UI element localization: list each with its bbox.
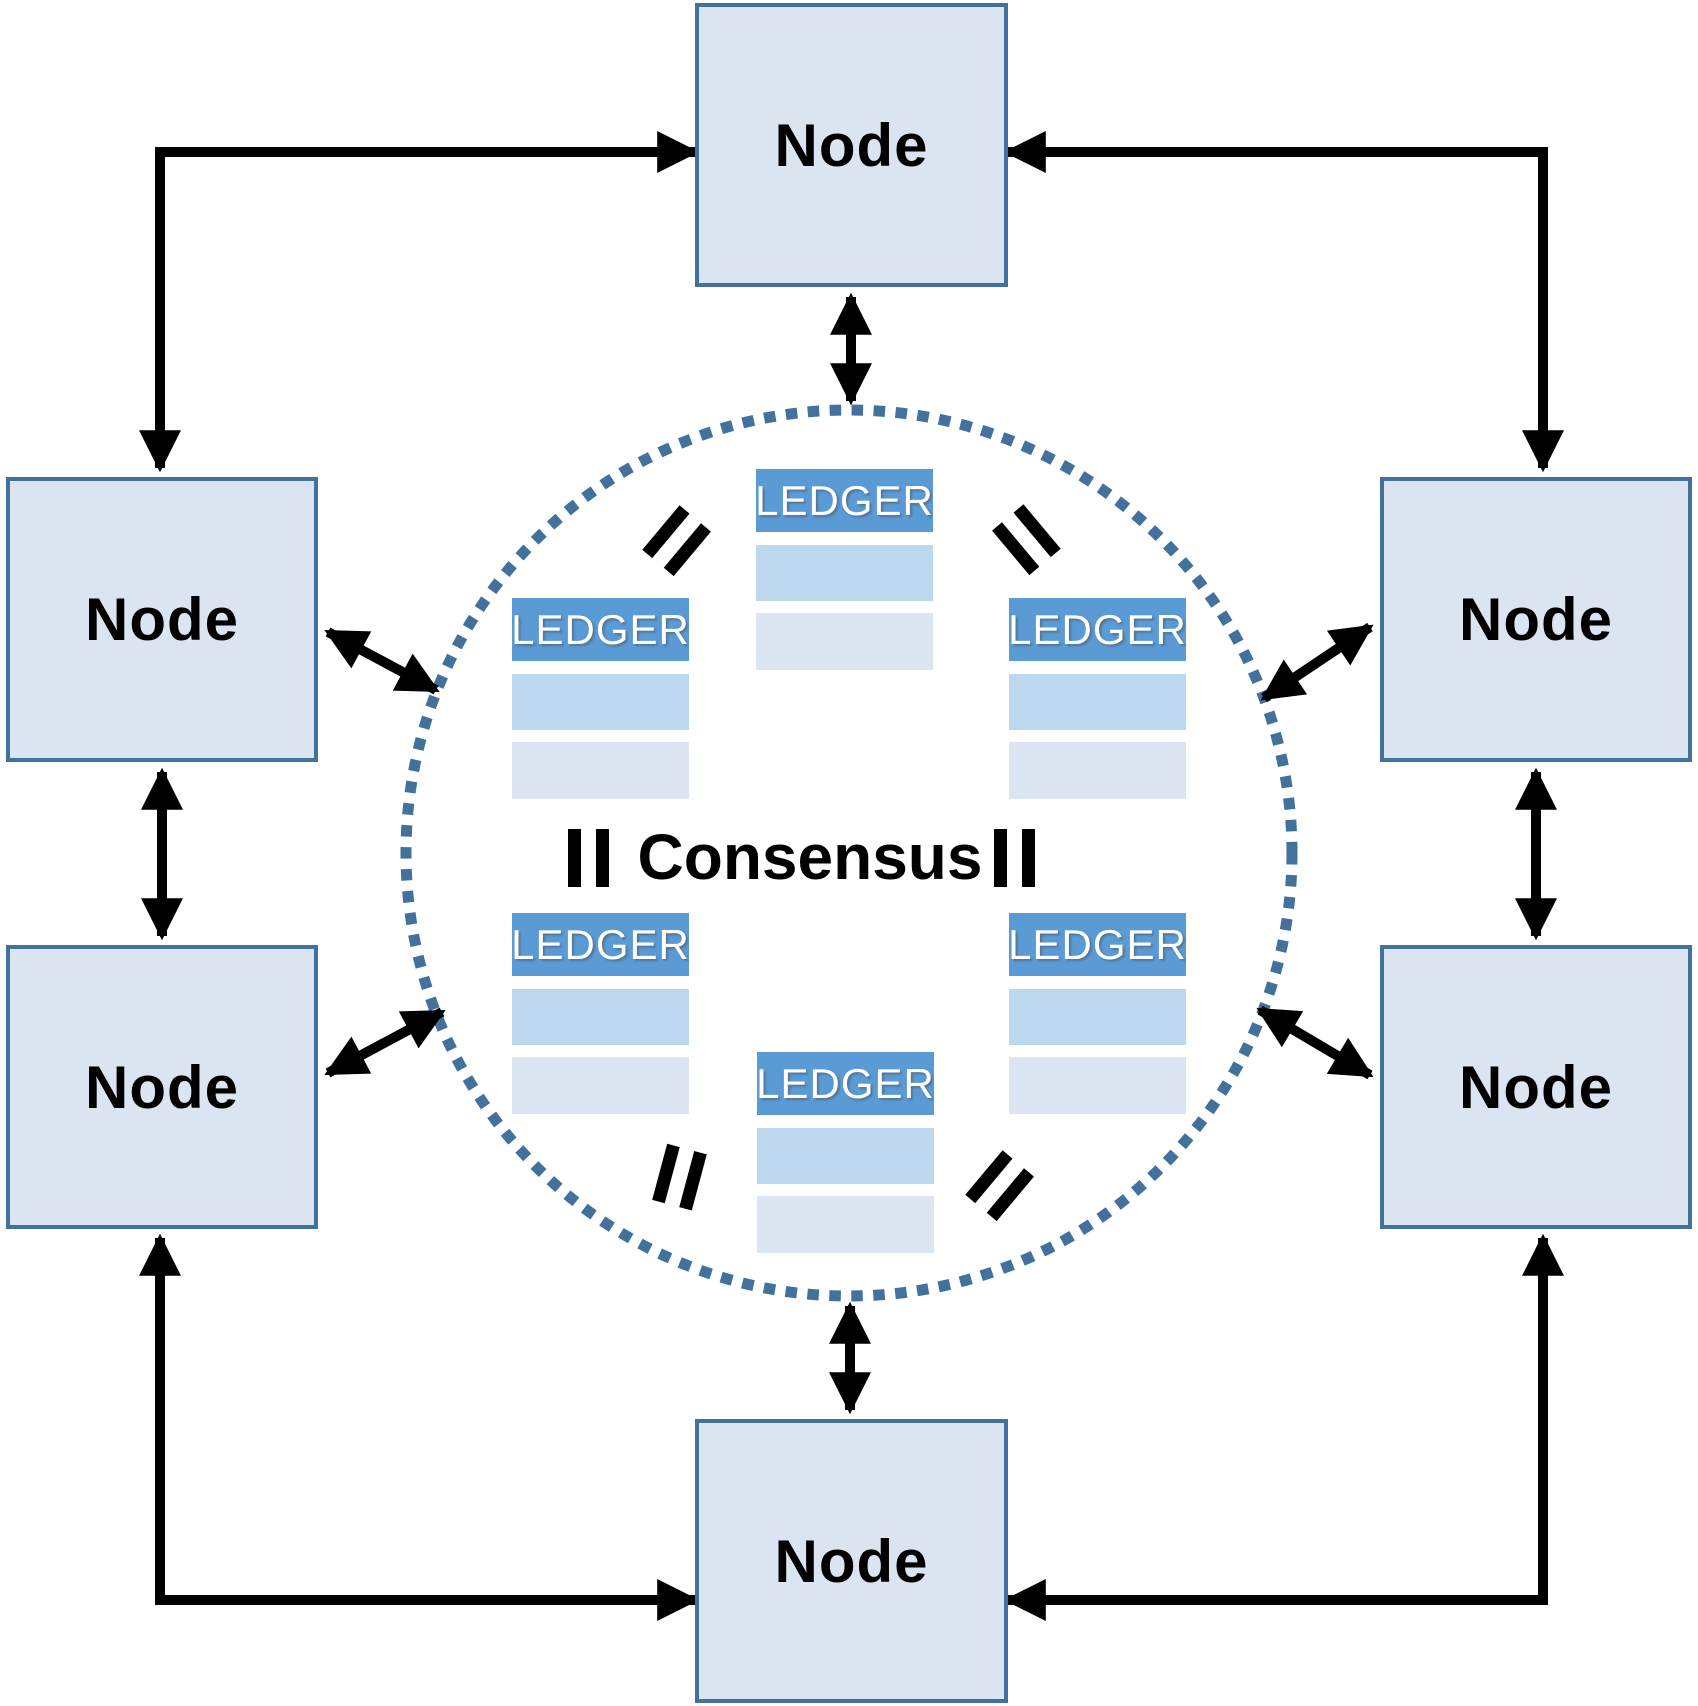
ledger-upper-right: LEDGER [1008, 598, 1186, 799]
ledger-header: LEDGER [1008, 598, 1186, 661]
arrow-right-lower-circle-icon [1256, 1005, 1374, 1080]
node-top: Node [695, 3, 1008, 287]
node-bottom: Node [695, 1419, 1008, 1703]
node-left-upper: Node [6, 477, 318, 762]
arrow-left-upper-circle-icon [324, 627, 440, 695]
ledger-header: LEDGER [1008, 913, 1186, 976]
consensus-label: Consensus [637, 821, 983, 893]
ledger-header: LEDGER [755, 469, 933, 532]
ledger-lower-right: LEDGER [1008, 913, 1186, 1114]
arrow-bottom-left-connector-icon [139, 1233, 700, 1621]
arrow-top-right-connector-icon [1003, 131, 1564, 473]
ledger-row [512, 674, 689, 730]
ledger-row [1009, 1057, 1186, 1114]
ledger-upper-left: LEDGER [511, 598, 689, 799]
ledger-row [1009, 742, 1186, 799]
ledger-header: LEDGER [511, 598, 689, 661]
node-right-upper: Node [1380, 477, 1692, 762]
node-left-lower: Node [6, 945, 318, 1229]
ledger-row [757, 1196, 934, 1253]
node-right-lower: Node [1380, 945, 1692, 1229]
ledger-row [512, 1057, 689, 1114]
arrow-left-lower-circle-icon [324, 1007, 446, 1078]
ledger-row [757, 1128, 934, 1184]
ledger-top: LEDGER [755, 469, 933, 670]
ledger-header: LEDGER [511, 913, 689, 976]
ledger-lower-left: LEDGER [511, 913, 689, 1114]
ledger-bottom: LEDGER [756, 1052, 934, 1253]
arrow-bottom-right-connector-icon [1003, 1233, 1564, 1621]
ledger-header: LEDGER [756, 1052, 934, 1115]
arrow-right-upper-circle-icon [1260, 622, 1374, 703]
ledger-row [512, 989, 689, 1045]
ledger-row [1009, 989, 1186, 1045]
ledger-row [756, 613, 933, 670]
consensus-dotted-circle-icon [400, 404, 1298, 1302]
ledger-row [1009, 674, 1186, 730]
arrow-top-left-connector-icon [139, 131, 700, 473]
ledger-row [512, 742, 689, 799]
ledger-row [756, 545, 933, 601]
